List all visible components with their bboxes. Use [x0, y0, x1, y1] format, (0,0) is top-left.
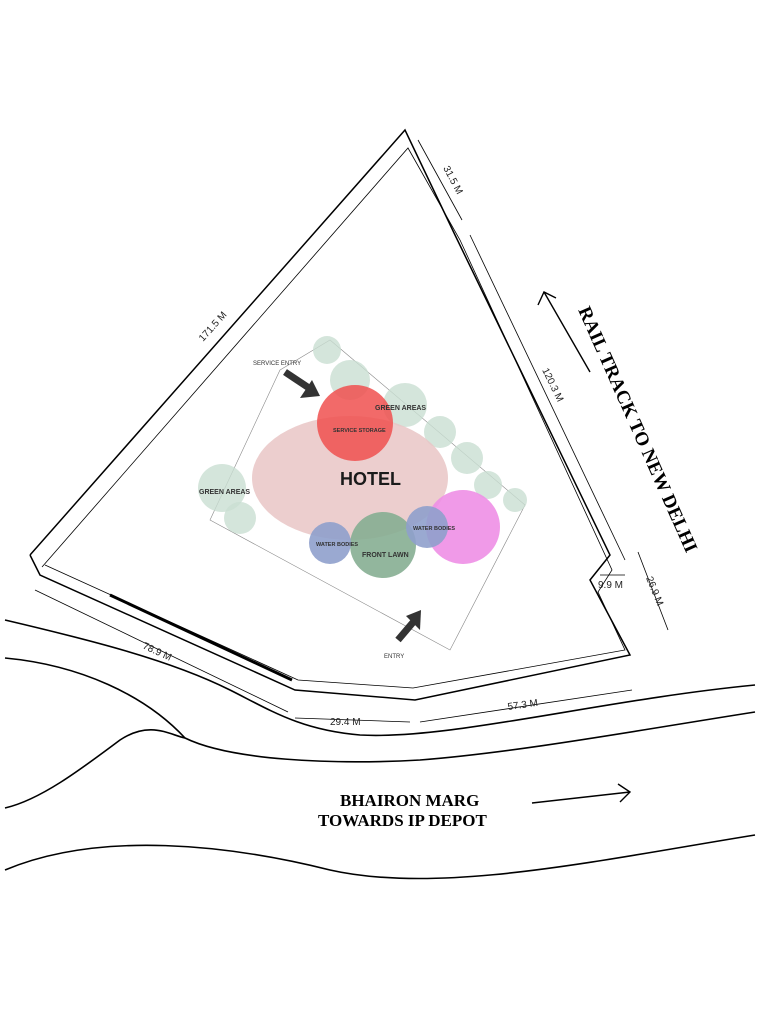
dim-east-bottom: 26.9 M [643, 575, 665, 607]
hotel-label: HOTEL [340, 469, 401, 489]
green-area-bubble [424, 416, 456, 448]
green-area-bubble [313, 336, 341, 364]
dim-east-step: 9.9 M [598, 580, 623, 591]
green-areas-left-label: GREEN AREAS [199, 489, 250, 496]
road-name-label: BHAIRON MARG [340, 791, 479, 810]
road-direction-label: TOWARDS IP DEPOT [318, 811, 487, 830]
dim-south-east: 57.3 M [507, 698, 539, 713]
green-area-bubble [451, 442, 483, 474]
green-area-bubble [224, 502, 256, 534]
water-bodies-left-label: WATER BODIES [316, 542, 358, 548]
entry-label: ENTRY [384, 654, 404, 660]
dimension-lines [34, 139, 669, 723]
front-lawn-bubble [350, 512, 416, 578]
road-curves [4, 619, 756, 880]
dim-north-west: 171.5 M [197, 310, 229, 344]
road-direction-arrow [531, 783, 632, 804]
zoning-bubbles [198, 336, 527, 578]
service-entry-label: SERVICE ENTRY [253, 361, 301, 367]
green-area-bubble [198, 464, 246, 512]
dim-north-east-top: 31.5 M [440, 164, 464, 196]
water-bodies-bubble-right [406, 506, 448, 548]
rail-arrow [537, 291, 591, 373]
green-area-bubble [503, 488, 527, 512]
green-area-bubble [383, 383, 427, 427]
site-boundary [29, 128, 632, 701]
entry-arrow [395, 610, 421, 643]
green-areas-top-label: GREEN AREAS [375, 405, 426, 412]
water-bodies-bubble-left [309, 522, 351, 564]
dim-south-mid: 29.4 M [330, 717, 361, 728]
water-bodies-right-label: WATER BODIES [413, 526, 455, 532]
front-lawn-label: FRONT LAWN [362, 552, 409, 559]
service-entry-arrow [283, 369, 320, 398]
green-area-bubble [474, 471, 502, 499]
service-storage-bubble [317, 385, 393, 461]
hotel-bubble [252, 416, 448, 540]
dim-east: 120.3 M [539, 366, 565, 403]
service-storage-label: SERVICE STORAGE [333, 428, 386, 434]
pink-bubble [426, 490, 500, 564]
